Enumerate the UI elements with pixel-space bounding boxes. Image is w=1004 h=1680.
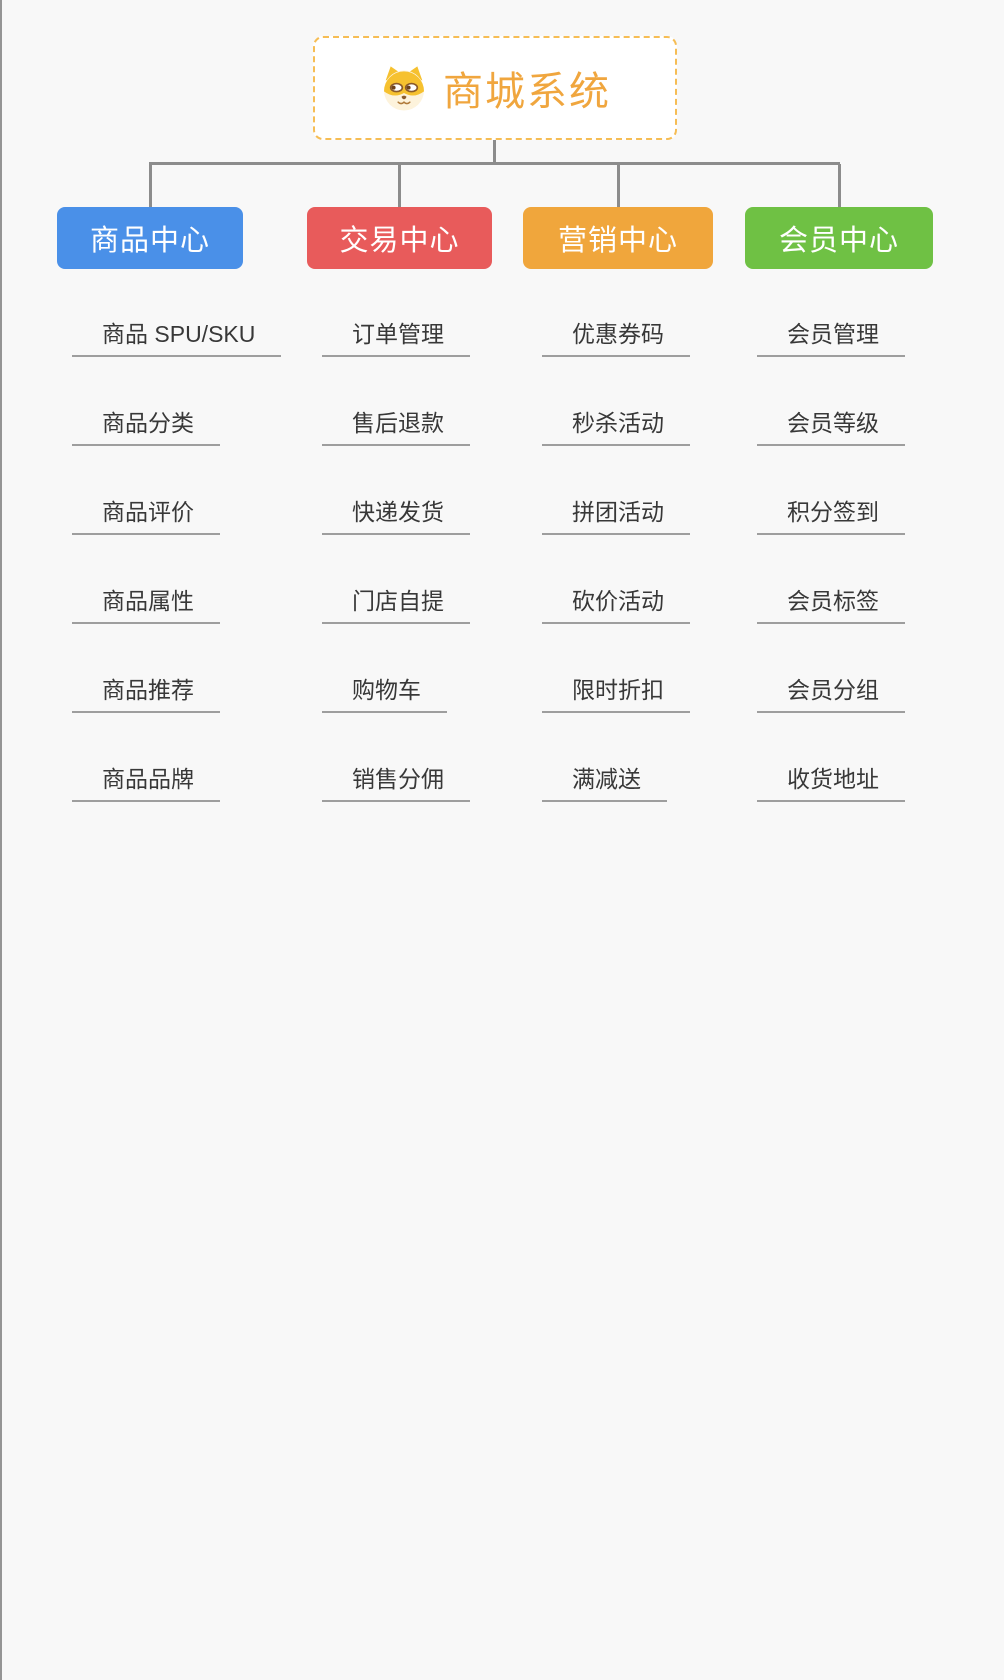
topic-item[interactable]: 会员等级 [757,409,905,446]
topic-item[interactable]: 商品属性 [72,587,220,624]
topic-item[interactable]: 快递发货 [322,498,470,535]
connector-drop-line [148,164,152,207]
branch-node-members[interactable]: 会员中心 [745,207,933,269]
topic-item[interactable]: 商品评价 [72,498,220,535]
dog-face-icon [384,66,424,111]
topic-item[interactable]: 会员标签 [757,587,905,624]
topic-item[interactable]: 秒杀活动 [542,409,690,446]
branch-node-marketing[interactable]: 营销中心 [523,207,713,269]
connector-drop-line [398,164,401,207]
topic-item[interactable]: 砍价活动 [542,587,690,624]
topic-item[interactable]: 商品分类 [72,409,220,446]
topic-item[interactable]: 购物车 [322,676,447,713]
topic-item[interactable]: 拼团活动 [542,498,690,535]
topic-item[interactable]: 满减送 [542,765,667,802]
topic-item[interactable]: 商品 SPU/SKU [72,320,282,357]
connector-drop-line [837,164,841,207]
topic-item[interactable]: 积分签到 [757,498,905,535]
branch-trunk-line [0,0,2,533]
topic-item[interactable]: 门店自提 [322,587,470,624]
root-title: 商城系统 [443,70,611,114]
connector-root-stub [493,140,496,163]
topic-item[interactable]: 商品品牌 [72,765,220,802]
branch-trunk-line [0,1599,2,1680]
branch-trunk-line [0,533,2,1066]
connector-bus-line [149,162,840,165]
topic-item[interactable]: 优惠券码 [542,320,690,357]
topic-item[interactable]: 商品推荐 [72,676,220,713]
connector-drop-line [616,164,620,207]
topic-item[interactable]: 售后退款 [322,409,470,446]
branch-trunk-line [0,1066,2,1599]
branch-node-products[interactable]: 商品中心 [57,207,243,269]
topic-item[interactable]: 销售分佣 [322,765,470,802]
topic-item[interactable]: 订单管理 [322,320,470,357]
topic-item[interactable]: 会员分组 [757,676,905,713]
branch-node-trade[interactable]: 交易中心 [307,207,492,269]
topic-item[interactable]: 会员管理 [757,320,905,357]
topic-item[interactable]: 收货地址 [757,765,905,802]
topic-item[interactable]: 限时折扣 [542,676,690,713]
root-node[interactable]: 商城系统 [313,36,677,140]
